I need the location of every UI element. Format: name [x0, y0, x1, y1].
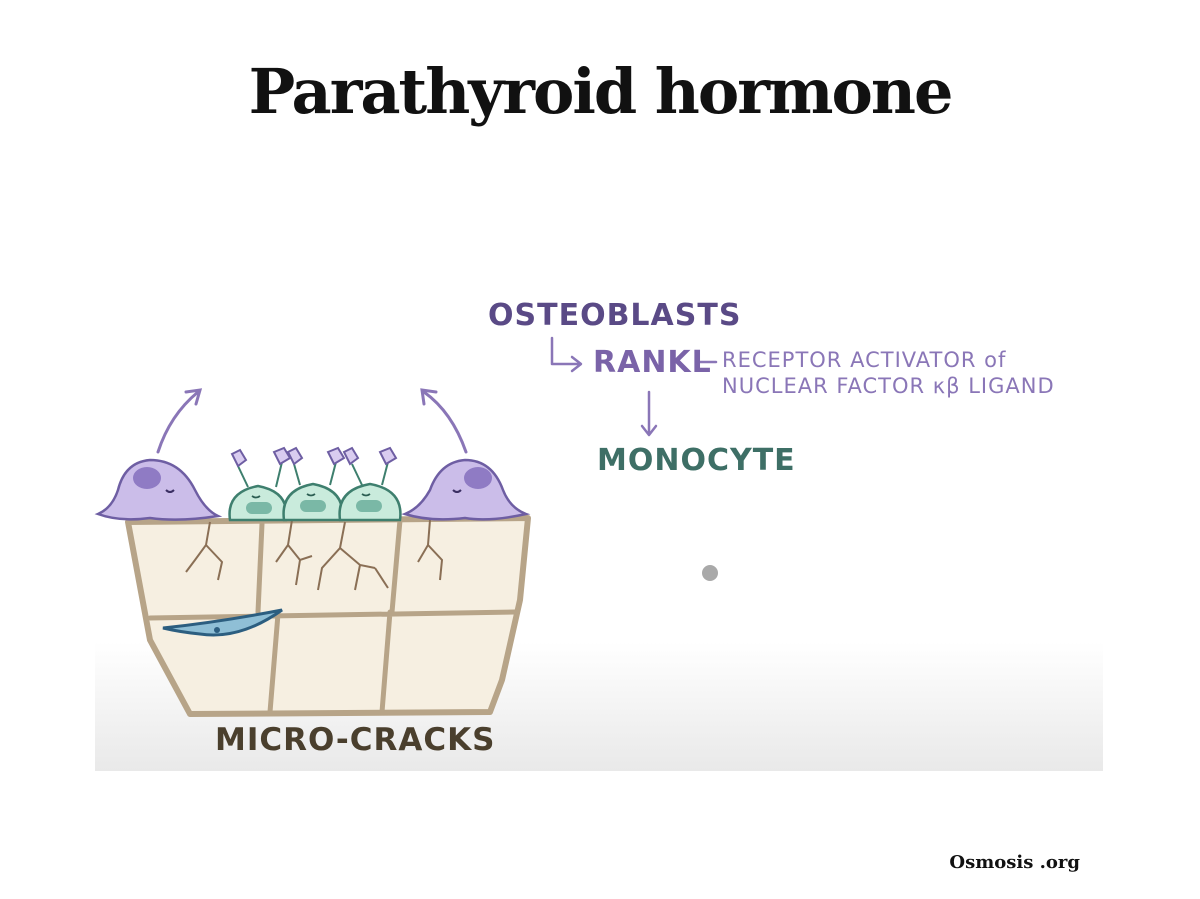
arrow-rankl-to-monocyte — [642, 392, 656, 435]
osteoclast-right — [405, 460, 526, 519]
arrow-osteoblasts-to-rankl — [552, 338, 581, 371]
arrow-up-left — [158, 390, 200, 452]
osteoblast-1 — [230, 486, 287, 520]
rankl-receptors — [232, 448, 396, 487]
label-micro-cracks: MICRO-CRACKS — [215, 722, 496, 758]
osteoblast-3 — [340, 484, 401, 520]
rankl-definition-line-2: NUCLEAR FACTOR κβ LIGAND — [722, 373, 1055, 399]
arrow-up-right — [422, 390, 466, 452]
osteoblast-2 — [284, 484, 343, 520]
osteoblast-cells — [230, 484, 401, 520]
label-rankl: RANKL — [593, 345, 712, 380]
footer-brand: Osmosis .org — [949, 852, 1080, 873]
osteoclast-left — [98, 460, 218, 520]
label-monocyte: MONOCYTE — [597, 443, 796, 478]
bone-block — [128, 518, 528, 714]
label-osteoblasts: OSTEOBLASTS — [488, 298, 741, 333]
rankl-definition-line-1: RECEPTOR ACTIVATOR of — [722, 347, 1055, 373]
pointer-dot — [702, 565, 718, 581]
label-rankl-definition: RECEPTOR ACTIVATOR of NUCLEAR FACTOR κβ … — [722, 347, 1055, 399]
